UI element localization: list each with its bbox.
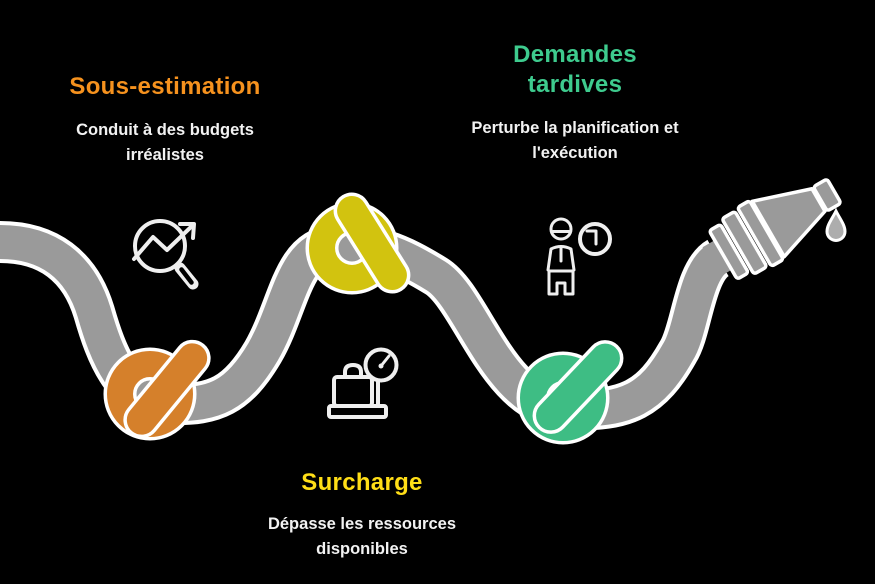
luggage-scale-icon: [327, 347, 399, 419]
trend-arrow-head: [178, 222, 196, 240]
demandes-tardives-block: Demandes tardives Perturbe la planificat…: [455, 40, 695, 166]
person-legs: [547, 269, 575, 296]
sous-estimation-title: Sous-estimation: [69, 73, 261, 100]
suitcase: [332, 375, 374, 408]
yellow-knot-strand: [333, 192, 411, 294]
magnifier-lens: [133, 219, 187, 273]
trend-arrow-line: [132, 224, 194, 261]
demandes-tardives-title: Demandes tardives: [513, 41, 637, 98]
scale-needle-hub: [378, 363, 384, 369]
magnifier-handle-inner: [179, 267, 194, 285]
water-drop-icon: [825, 207, 847, 242]
yellow-knot: [305, 192, 411, 295]
person-clock-icon: [546, 217, 612, 296]
trend-magnifier-icon: [132, 219, 199, 290]
orange-knot-strand: [123, 339, 211, 439]
clock-hands: [585, 229, 598, 246]
nozzle: [702, 178, 842, 280]
suitcase-handle: [343, 363, 363, 379]
demandes-tardives-description: Perturbe la planification et l'exécution: [471, 119, 679, 162]
scale-gauge: [363, 347, 399, 383]
surcharge-title: Surcharge: [301, 469, 423, 496]
sous-estimation-block: Sous-estimation Conduit à des budgets ir…: [35, 72, 295, 168]
nozzle-tip: [812, 178, 842, 212]
sous-estimation-description: Conduit à des budgets irréalistes: [76, 121, 254, 164]
nozzle-rib: [708, 223, 750, 280]
orange-knot: [103, 339, 211, 441]
nozzle-cone: [750, 186, 827, 259]
person-head: [549, 217, 573, 241]
nozzle-rib: [721, 210, 768, 275]
green-knot: [516, 340, 624, 445]
green-knot-strand: [532, 340, 624, 434]
clock-face: [578, 222, 612, 256]
surcharge-description: Dépasse les ressources disponibles: [267, 515, 457, 558]
nozzle-rib: [736, 199, 785, 268]
surcharge-block: Surcharge Dépasse les ressources disponi…: [242, 468, 482, 562]
